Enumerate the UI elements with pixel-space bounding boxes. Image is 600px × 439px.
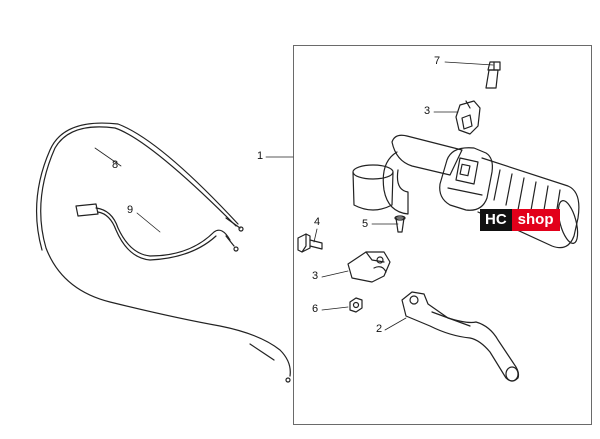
leader-8 bbox=[94, 147, 122, 167]
part-1-handlebar-assembly bbox=[352, 134, 580, 249]
badge-shop-text: shop bbox=[511, 209, 560, 231]
assembly-frame bbox=[293, 45, 592, 425]
callout-3-upper: 3 bbox=[424, 105, 431, 117]
badge-hc-text: HC bbox=[480, 209, 512, 231]
leader-3b bbox=[321, 270, 349, 278]
callout-4: 4 bbox=[314, 216, 321, 228]
part-6-nut bbox=[349, 297, 363, 313]
callout-3-lower: 3 bbox=[312, 270, 319, 282]
callout-1: 1 bbox=[257, 150, 264, 162]
callout-6: 6 bbox=[312, 303, 319, 315]
part-2-clutch-lever bbox=[401, 291, 520, 382]
part-3-upper-clamp bbox=[455, 100, 481, 135]
callout-9: 9 bbox=[127, 204, 134, 216]
leader-lines bbox=[94, 61, 494, 331]
part-4-bolt bbox=[297, 233, 323, 253]
part-8-clutch-cable bbox=[35, 122, 291, 383]
callout-7: 7 bbox=[434, 55, 441, 67]
leader-4 bbox=[313, 228, 318, 243]
part-5-small-screw bbox=[394, 215, 406, 233]
hc-shop-badge: HC shop bbox=[480, 209, 560, 231]
part-7-screw bbox=[485, 61, 501, 89]
callout-2: 2 bbox=[376, 323, 383, 335]
part-9-switch-wire bbox=[75, 203, 239, 261]
callout-8: 8 bbox=[112, 159, 119, 171]
leader-9 bbox=[136, 212, 161, 233]
callout-5: 5 bbox=[362, 218, 369, 230]
leader-6 bbox=[321, 306, 349, 311]
leader-2 bbox=[384, 317, 407, 331]
leader-7 bbox=[444, 61, 494, 66]
part-3-lever-bracket bbox=[347, 251, 391, 283]
